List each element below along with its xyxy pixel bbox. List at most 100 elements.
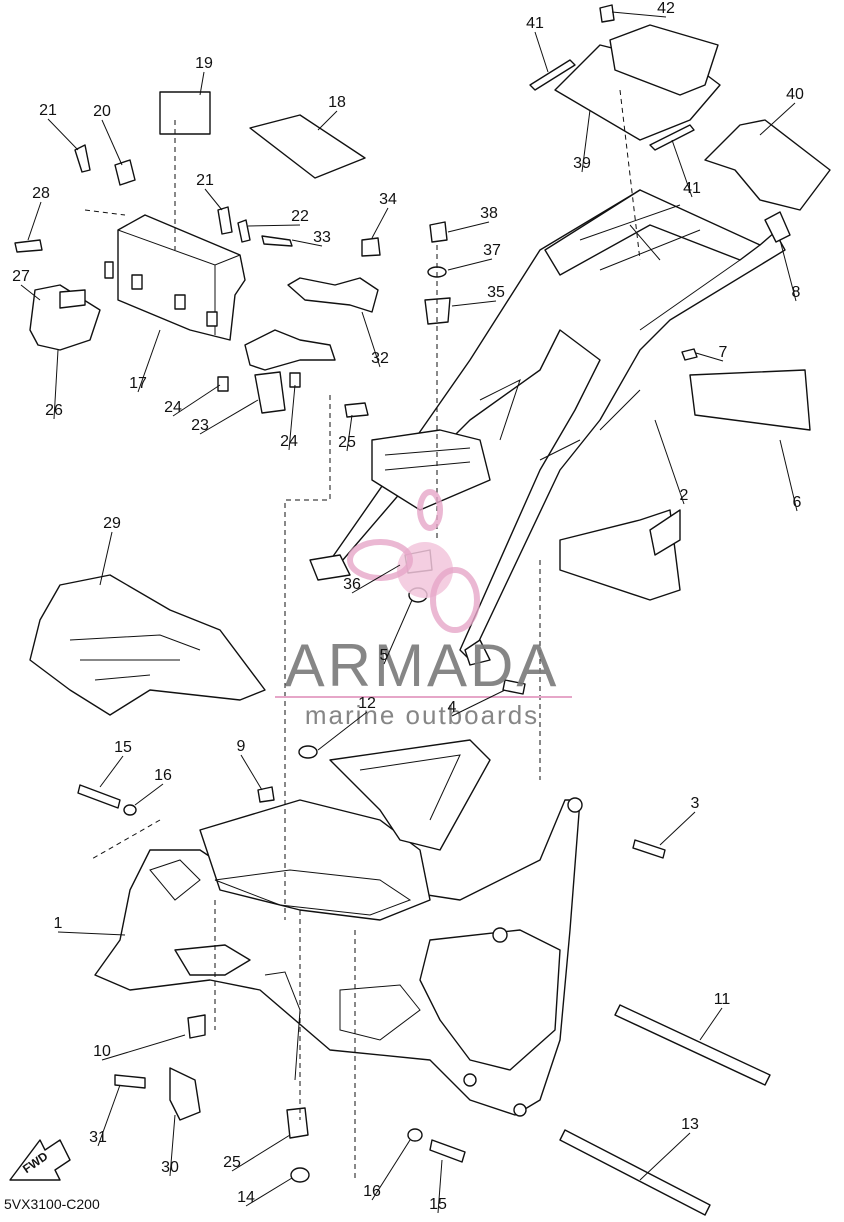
leader-line <box>288 384 296 451</box>
tail-cover-40 <box>704 119 831 211</box>
leader-line <box>581 109 591 173</box>
leader-line <box>451 689 506 717</box>
callout-number: 9 <box>237 738 246 755</box>
bolt-21b <box>217 206 233 235</box>
holder-27 <box>59 289 86 309</box>
bolt-25b <box>286 1107 309 1139</box>
main-frame-1 <box>94 739 583 1117</box>
callout-number: 26 <box>45 402 63 419</box>
nut-24b <box>289 372 301 388</box>
callout-number: 3 <box>691 795 700 812</box>
leader-line <box>57 931 126 936</box>
bracket-30 <box>169 1067 201 1121</box>
nut-9 <box>257 786 275 803</box>
bolt-42 <box>599 4 615 23</box>
callout-number: 16 <box>154 767 172 784</box>
leader-line <box>371 207 389 239</box>
callout-number: 27 <box>12 268 30 285</box>
clip-10 <box>187 1014 206 1039</box>
leader-line <box>695 352 724 362</box>
leader-line <box>447 258 493 271</box>
callout-number: 11 <box>714 991 731 1008</box>
callout-number: 38 <box>480 205 498 222</box>
cover-18 <box>249 114 366 179</box>
screw-22 <box>237 219 251 243</box>
callout-number: 4 <box>448 699 457 716</box>
leader-line <box>169 1114 176 1177</box>
callout-number: 30 <box>161 1159 179 1176</box>
clip-20 <box>114 159 136 186</box>
callout-number: 23 <box>191 417 209 434</box>
leader-line <box>383 599 413 665</box>
assembly-guides <box>84 89 641 1180</box>
leader-line <box>99 755 124 788</box>
leader-line <box>611 11 667 18</box>
callout-number: 29 <box>103 515 121 532</box>
callout-number: 34 <box>379 191 397 208</box>
callout-number: 36 <box>343 576 361 593</box>
callout-number: 25 <box>223 1154 241 1171</box>
leader-line <box>291 239 323 247</box>
bolt-15b <box>429 1139 466 1163</box>
washer-16a <box>123 804 137 816</box>
leader-line <box>759 102 796 136</box>
callout-number: 5 <box>380 647 389 664</box>
bolt-31 <box>114 1074 146 1089</box>
leader-line <box>53 349 59 420</box>
callout-number: 39 <box>573 155 591 172</box>
washer-16b <box>407 1128 423 1142</box>
callout-number: 25 <box>338 434 356 451</box>
callout-number: 37 <box>483 242 501 259</box>
leader-line <box>247 224 301 227</box>
damper-8 <box>764 211 791 243</box>
callout-number: 1 <box>54 915 63 932</box>
leader-line <box>371 1139 411 1201</box>
leader-line <box>27 201 42 241</box>
callout-number: 12 <box>358 695 376 712</box>
diagram-code: 5VX3100-C200 <box>4 1196 100 1212</box>
callout-number: 20 <box>93 103 111 120</box>
callout-number: 15 <box>429 1196 447 1213</box>
leader-line <box>99 531 113 586</box>
leader-line <box>671 139 693 198</box>
leader-line <box>639 1132 691 1181</box>
leader-line <box>240 754 263 791</box>
callout-number: 28 <box>32 185 50 202</box>
bolt-25a <box>344 402 369 418</box>
leader-line <box>199 399 259 435</box>
callout-number: 17 <box>129 375 147 392</box>
bolt-33 <box>261 235 293 247</box>
leader-line <box>659 811 696 846</box>
leader-line <box>654 419 685 505</box>
rear-frame-2 <box>309 189 786 666</box>
bracket-32 <box>287 277 379 313</box>
callout-number: 42 <box>657 0 675 17</box>
watermark-brand: ARMADA <box>285 632 560 699</box>
leader-line <box>351 564 401 594</box>
callout-number: 35 <box>487 284 505 301</box>
battery-tray-17 <box>104 214 246 341</box>
callout-number: 8 <box>792 284 801 301</box>
leader-line <box>447 221 490 233</box>
callout-number: 13 <box>681 1116 699 1133</box>
callout-number: 2 <box>680 487 689 504</box>
sheet-6 <box>689 369 811 431</box>
callout-number: 15 <box>114 739 132 756</box>
leader-line <box>47 118 79 151</box>
clip-7 <box>681 348 698 361</box>
leader-line <box>317 711 368 751</box>
bracket-23-assy <box>244 329 336 371</box>
leader-line <box>172 384 221 417</box>
leader-line <box>779 239 797 302</box>
leader-line <box>231 1134 291 1172</box>
bolt-3 <box>632 839 666 859</box>
callout-number: 22 <box>291 208 309 225</box>
leader-line <box>101 1034 186 1061</box>
under-cover-29 <box>29 574 266 716</box>
callout-number: 16 <box>363 1183 381 1200</box>
watermark-tagline: marine outboards <box>305 700 539 730</box>
collar-12 <box>298 745 318 759</box>
callout-number: 21 <box>196 172 214 189</box>
nut-24a <box>217 376 229 392</box>
